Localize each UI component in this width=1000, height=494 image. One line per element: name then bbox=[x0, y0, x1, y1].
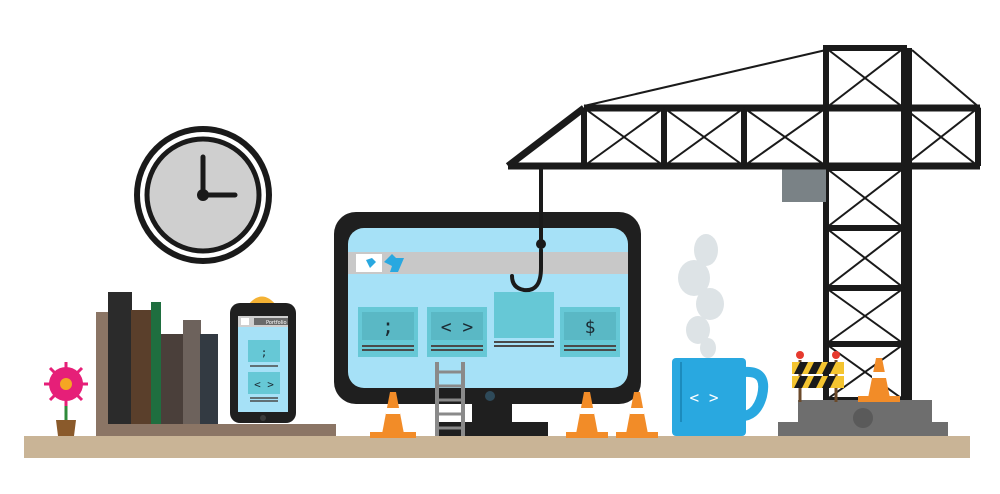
monitor-card-2-symbol: < > bbox=[441, 317, 474, 338]
logo-icon bbox=[366, 258, 376, 268]
power-button-icon bbox=[485, 391, 495, 401]
traffic-cone-4 bbox=[858, 358, 900, 402]
phone-card-1-symbol: ; bbox=[261, 346, 268, 359]
wall-clock bbox=[134, 126, 272, 264]
monitor-card-1-symbol: ; bbox=[382, 314, 394, 338]
phone-card-2-symbol: < > bbox=[254, 378, 274, 391]
monitor: ; < > $ bbox=[334, 212, 641, 404]
potted-flower bbox=[44, 362, 88, 436]
traffic-cone-3 bbox=[616, 392, 658, 438]
brand-tab-icon bbox=[384, 254, 404, 272]
steam bbox=[678, 234, 724, 358]
shelf-floor bbox=[24, 436, 970, 458]
barricade bbox=[792, 351, 844, 402]
monitor-card-4: $ bbox=[560, 307, 620, 357]
crane-hook bbox=[510, 168, 546, 293]
book-stack bbox=[96, 292, 336, 436]
hard-hat-icon bbox=[248, 296, 276, 305]
traffic-cone-2 bbox=[566, 392, 608, 438]
crane-tower bbox=[782, 45, 912, 403]
crane-counterweight bbox=[782, 168, 826, 202]
crane-base bbox=[778, 400, 948, 436]
phone: Portfolio ; < > bbox=[230, 296, 296, 423]
crane-jib bbox=[505, 49, 981, 170]
coffee-mug: < > bbox=[672, 358, 769, 436]
traffic-cone-1 bbox=[370, 392, 416, 438]
mug-symbol: < > bbox=[690, 388, 719, 407]
phone-tab-label: Portfolio bbox=[266, 320, 287, 326]
monitor-card-1: ; bbox=[358, 307, 418, 357]
ladder bbox=[435, 362, 465, 436]
monitor-card-3 bbox=[494, 292, 554, 347]
monitor-card-2: < > bbox=[427, 307, 487, 357]
monitor-card-4-symbol: $ bbox=[585, 317, 596, 338]
